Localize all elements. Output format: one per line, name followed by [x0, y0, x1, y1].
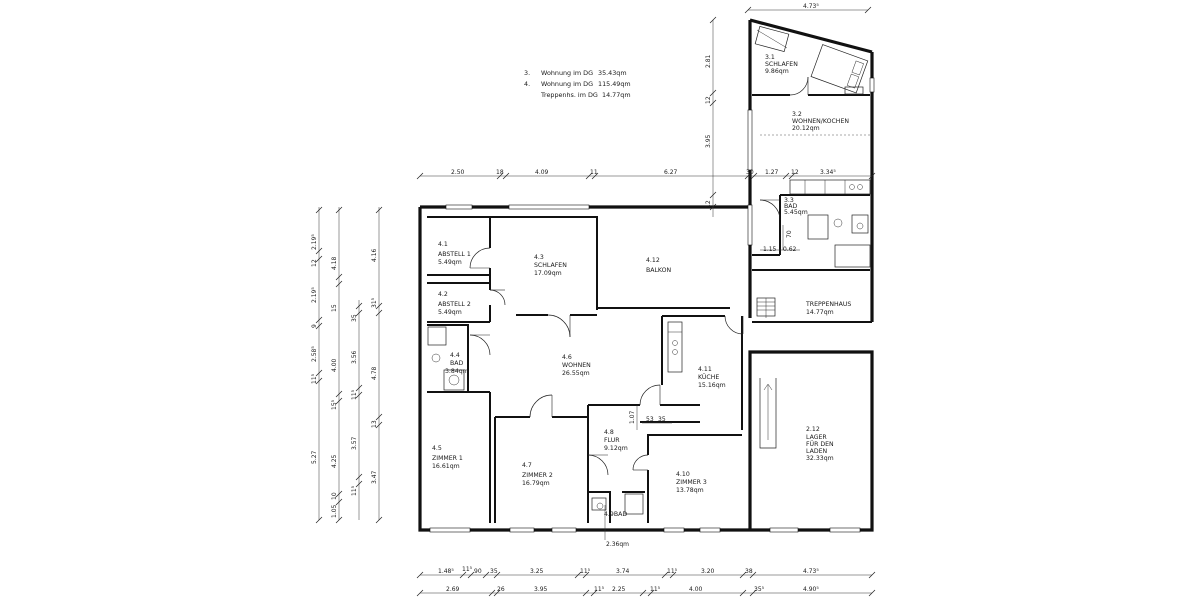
- dim-label: 2.81: [705, 54, 712, 68]
- dim-label: 2.69: [446, 586, 460, 593]
- dim-label: 15: [331, 304, 338, 312]
- dim-label: 11: [590, 169, 598, 176]
- dim-label: 3.57: [351, 436, 358, 450]
- dim-label: 2.25: [612, 586, 626, 593]
- dim-label: 1.48⁵: [438, 568, 454, 575]
- dim-label: 3.20: [701, 568, 715, 575]
- legend-label: Treppenhs. im DG: [540, 91, 598, 99]
- dim-label: 35: [658, 416, 666, 423]
- dim-label: 4.00: [331, 358, 338, 372]
- dim-label: 4.78: [371, 366, 378, 380]
- legend-label: Wohnung im DG: [541, 80, 593, 88]
- dim-label: 13: [371, 420, 378, 428]
- dim-label: 53: [646, 416, 654, 423]
- dim-label: 4.90⁵: [803, 586, 819, 593]
- dim-label: 2.58⁵: [311, 346, 318, 362]
- dim-label: 12: [311, 259, 318, 267]
- dim-label: 1.15: [763, 246, 777, 253]
- legend-area: 115.49qm: [598, 80, 631, 88]
- dim-label: 35⁵: [754, 586, 765, 593]
- legend-num: 4.: [524, 80, 530, 88]
- dim-label: 90: [474, 568, 482, 575]
- dim-label: 4.73⁵: [803, 3, 819, 10]
- doors: [469, 76, 809, 476]
- dim-label: 4.09: [535, 169, 549, 176]
- dim-label: 70: [786, 230, 793, 238]
- legend-num: 3.: [524, 69, 530, 77]
- dim-label: 2.36qm: [606, 541, 629, 548]
- dim-label: 3.25: [530, 568, 544, 575]
- room-4-9: 4.9BAD: [604, 511, 627, 518]
- dim-label: 4.00: [689, 586, 703, 593]
- dim-label: 3.34⁵: [820, 169, 836, 176]
- dim-label: 3.95: [534, 586, 548, 593]
- dim-label: 5.27: [311, 450, 318, 464]
- dim-label: 15⁵: [331, 399, 338, 410]
- dim-label: 12: [705, 200, 712, 208]
- dim-label: 0.62: [783, 246, 797, 253]
- dim-label: 9: [311, 324, 318, 328]
- dim-label: 2.19⁵: [311, 287, 318, 303]
- dim-label: 31⁵: [371, 297, 378, 308]
- dim-label: 1.07: [629, 410, 636, 424]
- dim-label: 11⁵: [311, 373, 318, 384]
- dim-label: 11⁵: [462, 566, 473, 573]
- dim-label: 1.05: [331, 504, 338, 518]
- dim-label: 1.27: [765, 169, 779, 176]
- legend-area: 14.77qm: [602, 91, 631, 99]
- legend-area: 35.43qm: [598, 69, 627, 77]
- dim-label: 3.47: [371, 470, 378, 484]
- fixtures: [427, 25, 871, 515]
- dim-label: 11⁵: [594, 586, 605, 593]
- dim-label: 11⁵: [351, 389, 358, 400]
- legend-label: Wohnung im DG: [541, 69, 593, 77]
- dim-label: 26: [497, 586, 505, 593]
- dim-label: 4.25: [331, 454, 338, 468]
- dim-label: 2.50: [451, 169, 465, 176]
- dim-label: 18: [496, 169, 504, 176]
- dim-label: 35: [490, 568, 498, 575]
- dim-label: 35: [351, 314, 358, 322]
- dim-label: 30: [746, 169, 754, 176]
- dim-label: 2.19⁵: [311, 234, 318, 250]
- windows: [429, 77, 875, 533]
- dim-label: 3.74: [616, 568, 630, 575]
- area-legend: 3. Wohnung im DG 35.43qm 4. Wohnung im D…: [524, 69, 631, 99]
- inner-walls: [427, 94, 870, 523]
- dim-label: 3.56: [351, 350, 358, 364]
- dim-label: 11⁵: [667, 568, 678, 575]
- dim-label: 11⁵: [650, 586, 661, 593]
- dim-label: 11⁵: [580, 568, 591, 575]
- dim-label: 10: [331, 492, 338, 500]
- dim-label: 4.16: [371, 248, 378, 262]
- dim-label: 3.95: [705, 134, 712, 148]
- dim-label: 4.73⁵: [803, 568, 819, 575]
- dim-label: 6.27: [664, 169, 678, 176]
- dimension-lines: 4.73⁵ 2.81 12 3.95 12 2.50 18 4.09 11 6.…: [311, 3, 876, 597]
- dim-label: 4.18: [331, 256, 338, 270]
- dim-label: 11⁵: [351, 485, 358, 496]
- dim-label: 38: [745, 568, 753, 575]
- dim-label: 12: [791, 169, 799, 176]
- dim-label: 12: [705, 96, 712, 104]
